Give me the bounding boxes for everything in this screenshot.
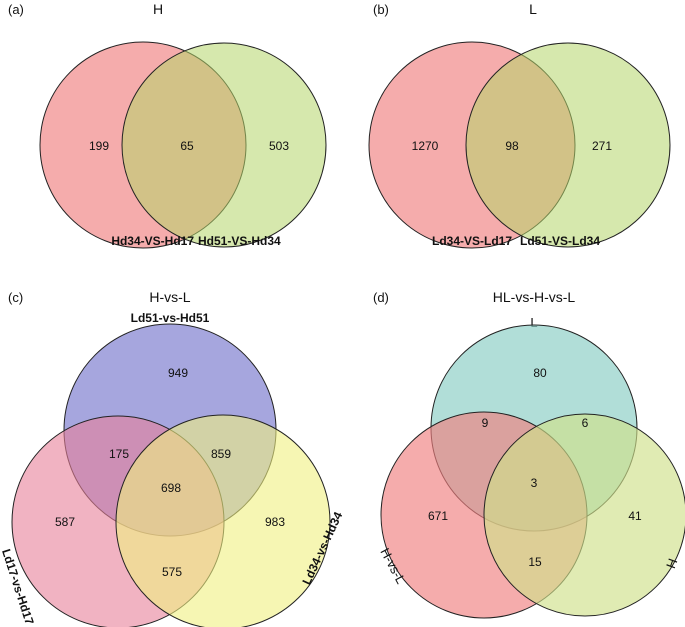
panel-a-set2-label: Hd51-VS-Hd34 (198, 234, 281, 248)
panel-b-set2-circle (465, 42, 671, 248)
panel-c-left-only-count: 587 (55, 515, 75, 529)
panel-a-set2-circle (121, 42, 327, 248)
panel-c-center-count: 698 (161, 481, 181, 495)
panel-d-right-circle (483, 413, 685, 617)
panel-a-both-count: 65 (180, 139, 194, 153)
panel-b-set1-label: Ld34-VS-Ld17 (432, 234, 512, 248)
panel-d-top-set-label: L (530, 315, 537, 330)
panel-c-right-circle (115, 414, 331, 627)
panel-d-right-only-count: 41 (628, 509, 642, 523)
panel-c-top-set-label: Ld51-vs-Hd51 (131, 311, 210, 325)
panel-d-top-left-count: 9 (482, 416, 489, 430)
panel-b-set2-label: Ld51-VS-Ld34 (520, 234, 600, 248)
panel-a-only-1-count: 199 (89, 139, 109, 153)
panel-a-only-2-count: 503 (269, 139, 289, 153)
panel-d-left-right-count: 15 (528, 555, 542, 569)
panel-c-title: H-vs-L (149, 289, 190, 305)
panel-d-title: HL-vs-H-vs-L (493, 289, 576, 305)
panel-d: (d) HL-vs-H-vs-L L 80 9 6 3 671 41 15 H-… (373, 289, 685, 619)
panel-a-label: (a) (8, 2, 24, 17)
panel-b-both-count: 98 (505, 139, 519, 153)
panel-c-label: (c) (8, 290, 23, 305)
panel-b-title: L (529, 1, 537, 17)
panel-b-only-1-count: 1270 (412, 139, 439, 153)
panel-a: (a) H 199 65 503 Hd34-VS-Hd17 Hd51-VS-Hd… (8, 1, 327, 249)
panel-b: (b) L 1270 98 271 Ld34-VS-Ld17 Ld51-VS-L… (368, 1, 671, 249)
panel-d-top-only-count: 80 (533, 366, 547, 380)
panel-b-label: (b) (373, 2, 389, 17)
panel-c-left-right-count: 575 (162, 565, 182, 579)
panel-d-label: (d) (373, 290, 389, 305)
panel-c: (c) H-vs-L Ld51-vs-Hd51 949 175 859 698 … (0, 289, 345, 627)
panel-b-only-2-count: 271 (592, 139, 612, 153)
panel-c-top-right-count: 859 (211, 447, 231, 461)
panel-d-left-only-count: 671 (428, 509, 448, 523)
panel-d-top-right-count: 6 (582, 416, 589, 430)
panel-d-center-count: 3 (531, 476, 538, 490)
panel-c-right-only-count: 983 (265, 515, 285, 529)
panel-c-top-only-count: 949 (168, 366, 188, 380)
panel-a-set1-label: Hd34-VS-Hd17 (111, 234, 194, 248)
panel-a-title: H (153, 1, 163, 17)
panel-c-top-left-count: 175 (109, 447, 129, 461)
